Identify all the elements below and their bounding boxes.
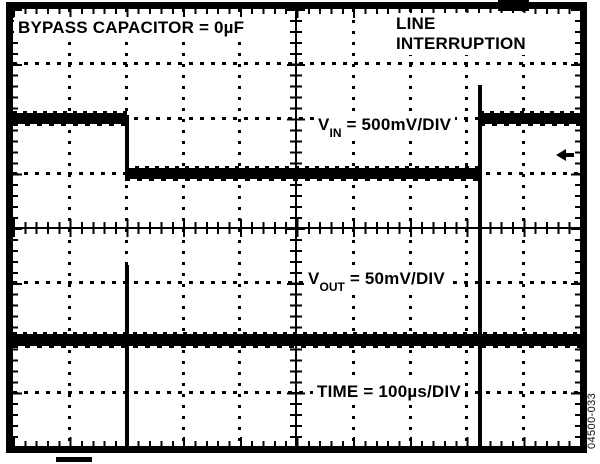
bottom-edge-marker bbox=[56, 457, 92, 462]
vout-symbol: V bbox=[308, 269, 320, 288]
line-interruption-text-line2: INTERRUPTION bbox=[396, 34, 526, 53]
vin-trace-low-level bbox=[125, 166, 481, 181]
scope-graticule-frame bbox=[6, 2, 587, 453]
center-horizontal-axis bbox=[13, 227, 580, 229]
vin-subscript: IN bbox=[329, 126, 342, 141]
vin-trace-high-left bbox=[13, 111, 127, 126]
trigger-arrow-tail bbox=[565, 153, 574, 157]
vin-trace-rising-edge-spike bbox=[478, 85, 482, 447]
bypass-capacitor-text: BYPASS CAPACITOR = 0µF bbox=[18, 18, 245, 37]
vin-scale-text: = 500mV/DIV bbox=[341, 115, 452, 134]
vin-scale-label: VIN = 500mV/DIV bbox=[314, 114, 456, 142]
vout-scale-text: = 50mV/DIV bbox=[344, 269, 445, 288]
vout-subscript: OUT bbox=[319, 280, 345, 295]
scope-plot-area bbox=[13, 9, 580, 447]
time-scale-text: TIME = 100µs/DIV bbox=[317, 382, 461, 401]
figure-number: 04500-033 bbox=[586, 392, 598, 449]
line-interruption-text-line1: LINE bbox=[396, 14, 436, 33]
vin-trace-high-right bbox=[480, 111, 580, 126]
vout-trace bbox=[13, 332, 580, 348]
bypass-capacitor-label: BYPASS CAPACITOR = 0µF bbox=[14, 17, 249, 39]
trigger-arrow-icon bbox=[556, 149, 566, 161]
vin-symbol: V bbox=[318, 115, 330, 134]
vout-transient-spike bbox=[125, 265, 129, 447]
vout-scale-label: VOUT = 50mV/DIV bbox=[304, 268, 449, 296]
line-interruption-label: LINE INTERRUPTION bbox=[392, 13, 530, 55]
time-scale-label: TIME = 100µs/DIV bbox=[313, 381, 465, 403]
vin-trace-falling-edge bbox=[125, 115, 129, 179]
top-edge-marker bbox=[498, 0, 529, 11]
